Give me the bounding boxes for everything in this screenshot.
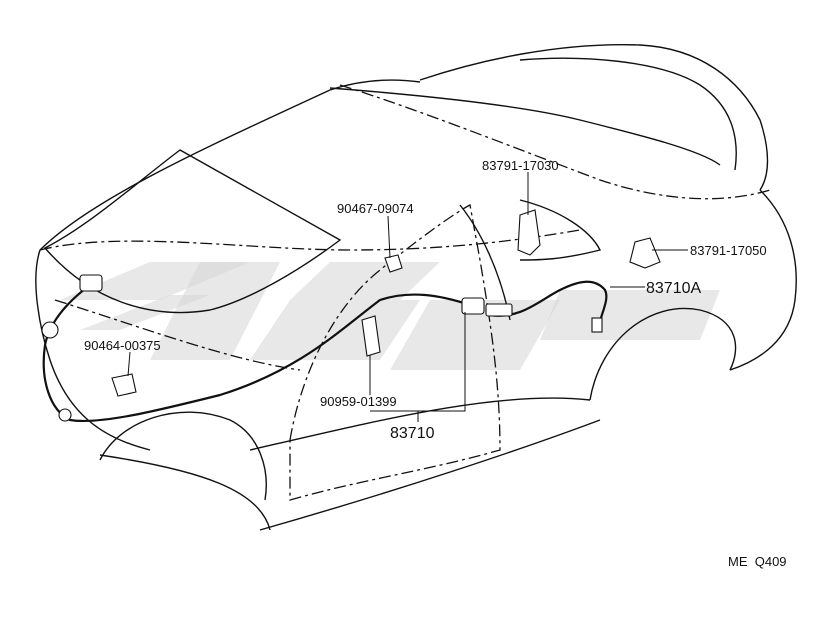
clip-90464-00375 <box>111 373 137 397</box>
rear-wheel-arch <box>589 307 737 401</box>
bracket-83791-17050 <box>629 237 661 269</box>
roof-line <box>329 87 721 166</box>
hood-outline <box>39 79 421 251</box>
rear-deck <box>419 43 769 191</box>
windshield-outline <box>43 149 342 314</box>
cable-front <box>42 284 471 423</box>
label-83710A: 83710A <box>646 280 701 297</box>
front-wheel-arch <box>99 411 267 501</box>
cable-assembly <box>41 274 608 423</box>
side-sill <box>249 397 591 451</box>
clip-90959-01399 <box>361 315 381 357</box>
rear-end-fitting <box>591 317 603 333</box>
leaders <box>127 172 688 422</box>
front-hidden <box>54 299 301 371</box>
part-labels: 83791-17030 90467-09074 83791-17050 8371… <box>84 158 787 569</box>
label-90464-00375: 90464-00375 <box>84 338 161 353</box>
cable-clip-front <box>58 408 72 422</box>
clip-90467-09074 <box>384 254 403 273</box>
front-lower <box>99 454 271 531</box>
car-body <box>35 43 797 531</box>
label-90467-09074: 90467-09074 <box>337 201 414 216</box>
label-90959-01399: 90959-01399 <box>320 394 397 409</box>
bracket-83791-17030 <box>517 209 541 256</box>
brackets <box>111 209 661 397</box>
trunk-lid <box>519 57 737 171</box>
roof-hidden <box>339 84 771 200</box>
figure-code: ME Q409 <box>728 554 787 569</box>
watermark <box>60 262 720 370</box>
cable-sleeve <box>485 303 513 317</box>
label-83710: 83710 <box>390 425 435 442</box>
front-end-fitting <box>79 274 103 292</box>
label-83791-17050: 83791-17050 <box>690 243 767 258</box>
label-83791-17030: 83791-17030 <box>482 158 559 173</box>
door-outline <box>289 204 501 501</box>
side-bottom <box>259 419 601 531</box>
lock-cylinder <box>41 321 59 339</box>
quarter-window <box>519 199 602 261</box>
rear-quarter <box>729 189 797 371</box>
cable-coupler <box>461 297 485 315</box>
cable-rear <box>489 280 608 331</box>
hood-hidden <box>39 229 581 251</box>
